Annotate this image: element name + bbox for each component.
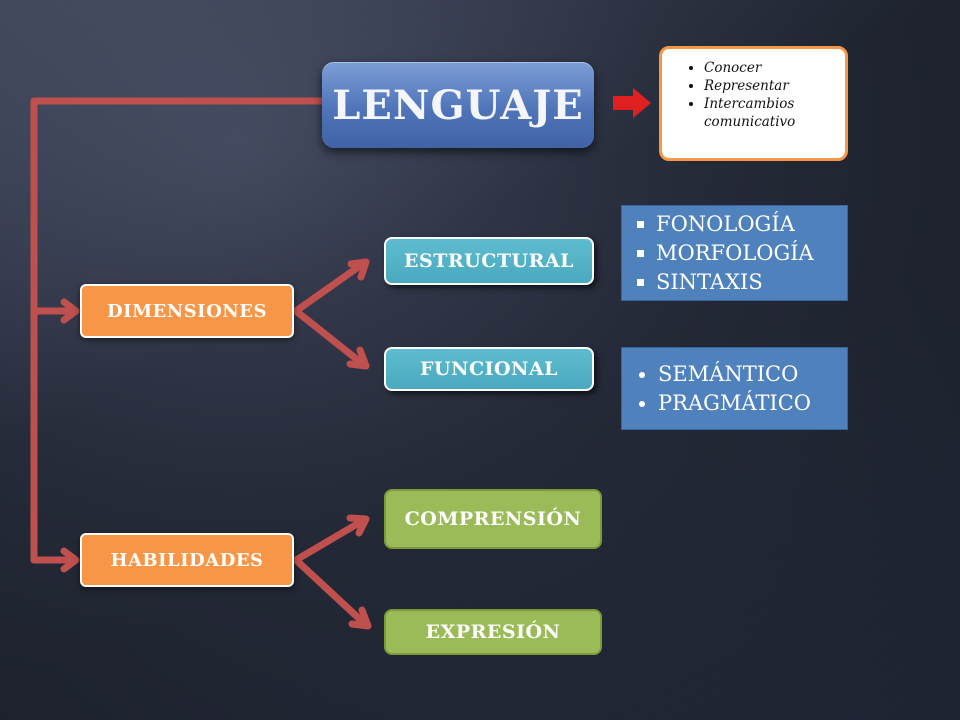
component-item: PRAGMÁTICO — [658, 389, 847, 418]
habilidades-node: HABILIDADES — [80, 533, 294, 587]
dimensiones-label: DIMENSIONES — [107, 300, 267, 322]
estructural-node: ESTRUCTURAL — [384, 237, 594, 285]
component-item: SEMÁNTICO — [658, 360, 847, 389]
connector-hab-to-expresion — [292, 556, 370, 629]
component-item: MORFOLOGÍA — [637, 239, 847, 268]
lenguaje-purposes-callout: Conocer Representar Intercambios comunic… — [659, 46, 848, 161]
connector-hab-to-comprension — [292, 516, 368, 564]
funcional-components-list: SEMÁNTICO PRAGMÁTICO — [632, 360, 847, 418]
red-arrow-icon — [613, 88, 651, 118]
estructural-components-box: FONOLOGÍA MORFOLOGÍA SINTAXIS — [621, 205, 848, 301]
estructural-components-list: FONOLOGÍA MORFOLOGÍA SINTAXIS — [632, 210, 847, 297]
lenguaje-label: LENGUAJE — [332, 81, 584, 129]
comprension-node: COMPRENSIÓN — [384, 489, 602, 549]
purpose-item: Intercambios comunicativo — [704, 95, 839, 131]
connector-to-habilidades-head — [60, 547, 80, 573]
comprension-label: COMPRENSIÓN — [404, 508, 582, 530]
connector-dim-to-funcional-head — [346, 346, 370, 370]
habilidades-label: HABILIDADES — [110, 549, 264, 571]
estructural-label: ESTRUCTURAL — [404, 250, 574, 272]
purpose-item: Conocer — [704, 59, 839, 77]
component-item: FONOLOGÍA — [637, 210, 847, 239]
component-item: SINTAXIS — [637, 268, 847, 297]
expresion-label: EXPRESIÓN — [425, 621, 561, 643]
connector-dim-to-funcional — [292, 307, 368, 369]
connector-hab-to-comprension-head — [346, 514, 370, 537]
funcional-components-box: SEMÁNTICO PRAGMÁTICO — [621, 347, 848, 430]
lenguaje-node: LENGUAJE — [322, 62, 594, 148]
purpose-item: Representar — [704, 77, 839, 95]
funcional-label: FUNCIONAL — [420, 358, 558, 380]
connector-lenguaje-bracket — [30, 97, 326, 564]
dimensiones-node: DIMENSIONES — [80, 284, 294, 338]
connector-hab-to-expresion-head — [348, 606, 372, 630]
funcional-node: FUNCIONAL — [384, 347, 594, 391]
connector-dim-to-estructural-head — [347, 258, 370, 281]
expresion-node: EXPRESIÓN — [384, 609, 602, 655]
connector-to-dimensiones-head — [60, 298, 80, 324]
purposes-list: Conocer Representar Intercambios comunic… — [670, 59, 839, 131]
connector-dim-to-estructural — [292, 259, 368, 315]
